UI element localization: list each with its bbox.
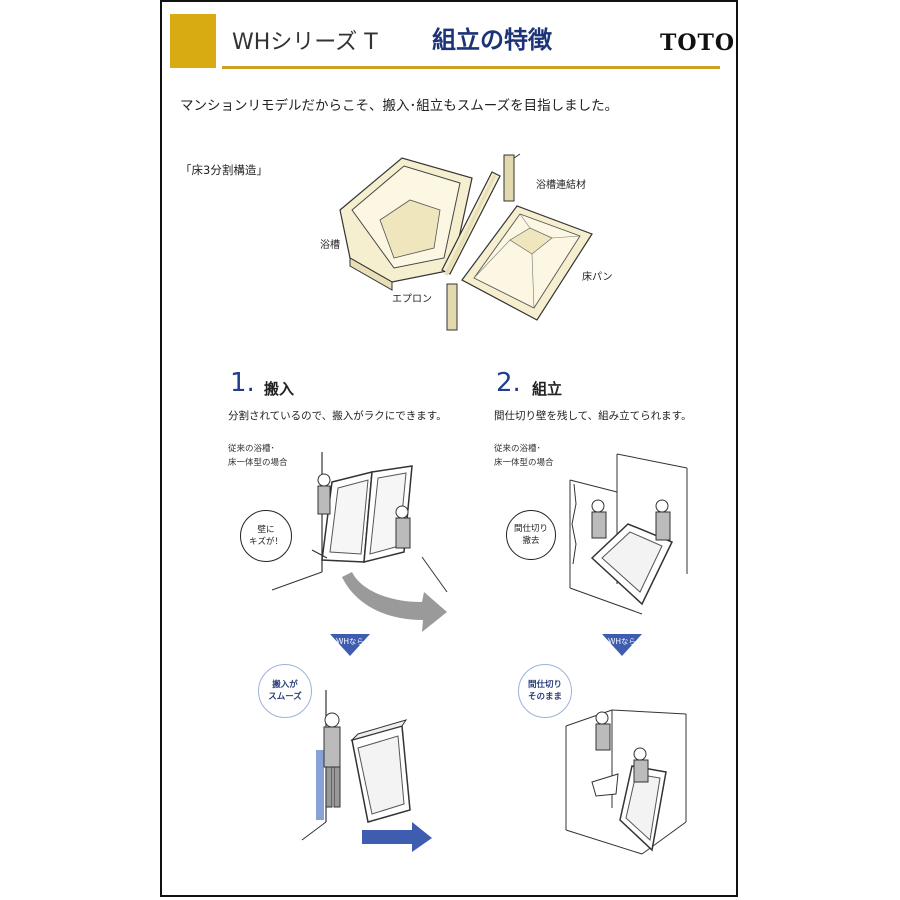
label-apron: エプロン: [392, 294, 432, 305]
step1-conventional-line1: 従来の浴槽･: [228, 444, 275, 454]
step1-transition: WHなら: [335, 637, 365, 646]
lead-text: マンションリモデルだからこそ、搬入･組立もスムーズを目指しました。: [180, 98, 619, 114]
header-divider: [222, 66, 720, 69]
step1-benefit-callout: 搬入が スムーズ: [258, 664, 312, 718]
structure-illustration: [339, 153, 593, 331]
step2-problem-callout: 間仕切り 撤去: [506, 510, 556, 560]
step1-conventional-illustration: [271, 452, 448, 632]
structure-tag: 「床3分割構造」: [180, 163, 268, 177]
step2-conventional-illustration: [569, 453, 688, 615]
brand-logo: TOTO: [660, 30, 736, 56]
label-floor-pan: 床パン: [582, 272, 613, 283]
page-frame: WHシリーズ T 組立の特徴 TOTO マンションリモデルだからこそ、搬入･組立…: [160, 0, 738, 897]
step2-conventional-label: 従来の浴槽･ 床一体型の場合: [494, 442, 554, 470]
step2-description: 間仕切り壁を残して、組み立てられます。: [494, 410, 692, 422]
step1-title: 搬入: [264, 380, 295, 398]
step1-problem-line1: 壁に: [257, 525, 275, 535]
step1-description: 分割されているので、搬入がラクにできます。: [228, 410, 447, 422]
step2-transition: WHなら: [607, 637, 637, 646]
floor-pan-illustration: [461, 205, 593, 321]
step2-benefit-line1: 間仕切り: [527, 680, 562, 690]
series-name: WHシリーズ T: [232, 30, 378, 55]
header-accent-block: [170, 14, 216, 68]
step1-problem-line2: キズが！: [248, 537, 283, 547]
step2-number: 2.: [496, 368, 521, 398]
step2-title: 組立: [532, 380, 563, 398]
page-title: 組立の特徴: [432, 26, 552, 54]
step2-wh-illustration: [565, 709, 687, 855]
step2-benefit-line2: そのまま: [527, 692, 562, 702]
step1-wh-illustration: [301, 690, 432, 852]
step1-problem-callout: 壁に キズが！: [240, 510, 292, 562]
step1-conventional-line2: 床一体型の場合: [228, 458, 288, 468]
step2-problem-line2: 撤去: [522, 536, 540, 546]
connector-bottom-illustration: [446, 283, 458, 331]
label-tub: 浴槽: [320, 240, 340, 251]
step1-benefit-line1: 搬入が: [272, 680, 298, 690]
step1-conventional-label: 従来の浴槽･ 床一体型の場合: [228, 442, 288, 470]
connector-top-illustration: [503, 153, 521, 202]
label-connector: 浴槽連結材: [536, 180, 586, 191]
step2-conventional-line1: 従来の浴槽･: [494, 444, 541, 454]
step1-wh-arrow: [330, 634, 370, 656]
step2-conventional-line2: 床一体型の場合: [494, 458, 554, 468]
step2-wh-arrow: [602, 634, 642, 656]
step1-benefit-line2: スムーズ: [268, 692, 302, 702]
tub-illustration: [339, 157, 473, 291]
apron-illustration: [441, 171, 501, 276]
step1-number: 1.: [230, 368, 255, 398]
step2-benefit-callout: 間仕切り そのまま: [518, 664, 572, 718]
step2-problem-line1: 間仕切り: [513, 524, 548, 534]
